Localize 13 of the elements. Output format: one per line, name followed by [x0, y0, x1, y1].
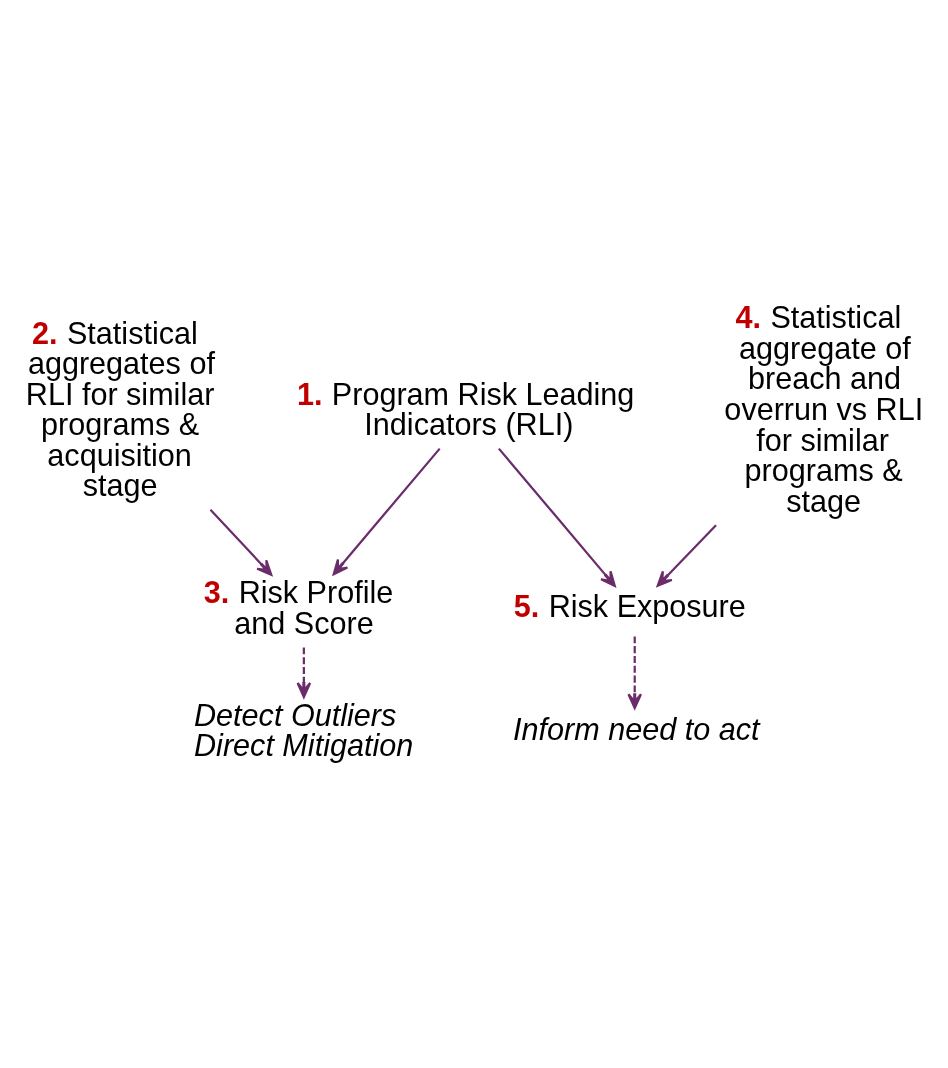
- arrow: [332, 447, 441, 575]
- arrow: [209, 508, 272, 576]
- node-text: 1. Program Risk Leading Indicators (RLI): [296, 376, 634, 441]
- node-text: Detect Outliers Direct Mitigation: [193, 697, 413, 762]
- node-text: Inform need to act: [512, 711, 760, 746]
- node-text: 2. Statistical aggregates of RLI for similar programs & acquisition stage: [25, 314, 215, 502]
- arrow: [296, 647, 311, 698]
- arrow: [497, 447, 616, 587]
- node-text: 5. Risk Exposure: [513, 588, 746, 623]
- arrow: [626, 636, 642, 709]
- node-text: 4. Statistical aggregate of breach and overrun vs RLI for similar programs & stage: [723, 299, 923, 518]
- node-text: 3. Risk Profile and Score: [203, 574, 393, 640]
- arrow: [656, 524, 717, 587]
